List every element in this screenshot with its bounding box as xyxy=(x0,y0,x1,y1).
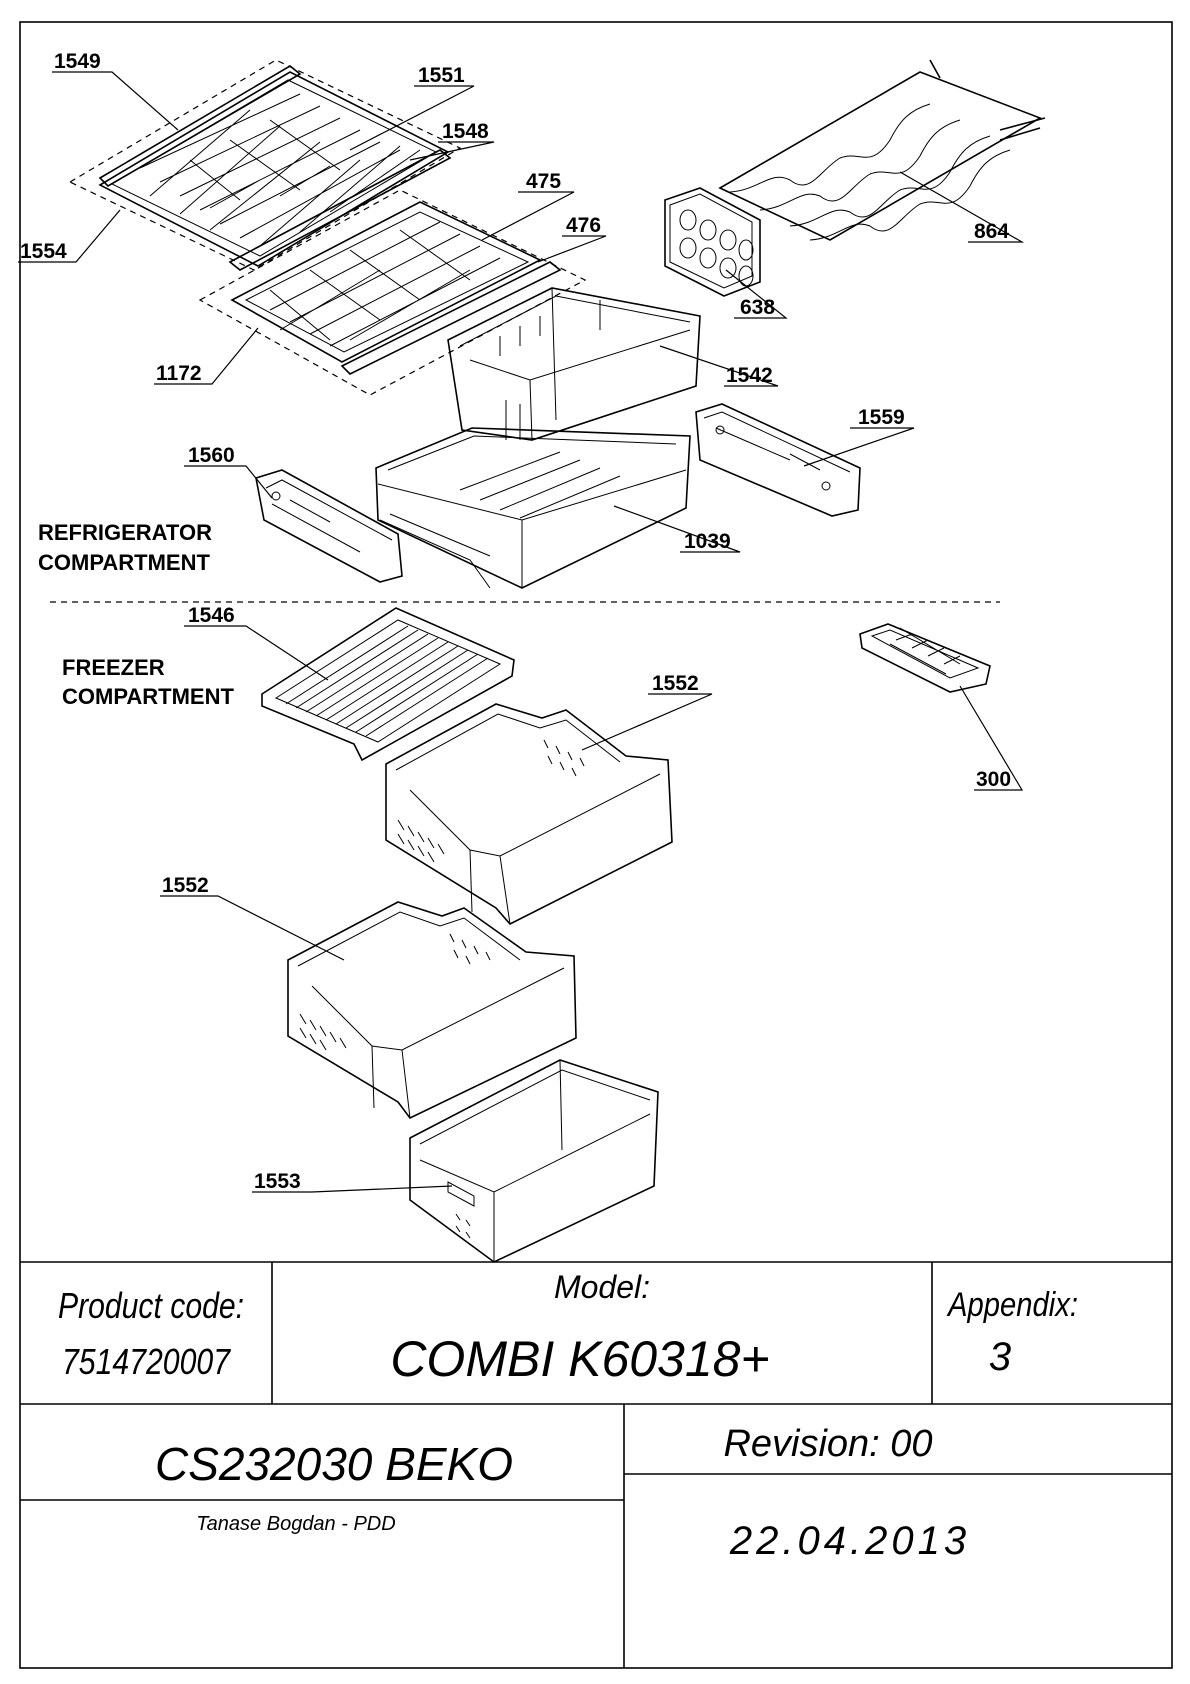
part-label-1542: 1542 xyxy=(726,364,773,387)
glass-shelf-lower xyxy=(198,189,587,396)
document-code: CS232030 BEKO xyxy=(155,1438,513,1490)
wine-rack xyxy=(718,59,1046,241)
drawing-frame xyxy=(19,21,1173,1669)
model-label: Model: xyxy=(554,1269,650,1305)
part-label-1551: 1551 xyxy=(418,64,465,87)
title-block: Product code: 7514720007 Model: COMBI K6… xyxy=(20,1261,1172,1668)
appendix-value: 3 xyxy=(989,1335,1011,1379)
date: 22.04.2013 xyxy=(729,1519,970,1563)
part-label-1549: 1549 xyxy=(54,50,101,73)
refrigerator-label-line2: COMPARTMENT xyxy=(38,550,210,575)
freezer-label-line2: COMPARTMENT xyxy=(62,684,234,709)
author: Tanase Bogdan - PDD xyxy=(196,1513,395,1535)
part-label-300: 300 xyxy=(976,768,1011,791)
egg-tray xyxy=(664,187,761,297)
section-labels: REFRIGERATOR COMPARTMENT FREEZER COMPART… xyxy=(38,520,234,709)
part-label-638: 638 xyxy=(740,296,775,319)
part-label-1546: 1546 xyxy=(188,604,235,627)
part-label-864: 864 xyxy=(974,220,1009,243)
part-label-1559: 1559 xyxy=(858,406,905,429)
freezer-basket-upper xyxy=(385,703,673,925)
part-label-1039: 1039 xyxy=(684,530,731,553)
freezer-drawer-bottom xyxy=(409,1059,659,1263)
ice-cube-tray xyxy=(859,623,991,693)
revision: Revision: 00 xyxy=(723,1423,932,1465)
part-label-1172: 1172 xyxy=(156,362,202,385)
part-label-476: 476 xyxy=(566,214,601,237)
drawer-handle-left xyxy=(255,469,403,583)
drawer-handle-right xyxy=(695,403,861,517)
crisper-drawer xyxy=(447,287,701,441)
freezer-label-line1: FREEZER xyxy=(62,655,165,680)
part-label-1552-lower: 1552 xyxy=(162,874,209,897)
part-label-1552-upper: 1552 xyxy=(652,672,699,695)
part-labels: 1549 1551 1548 1554 475 476 1172 864 638… xyxy=(20,50,1011,1193)
leader-lines xyxy=(18,71,1025,1193)
part-label-1553: 1553 xyxy=(254,1170,301,1193)
refrigerator-drawer xyxy=(375,427,691,589)
part-label-1560: 1560 xyxy=(188,444,235,467)
refrigerator-label-line1: REFRIGERATOR xyxy=(38,520,212,545)
freezer-glass-shelf xyxy=(261,607,515,762)
part-label-1548: 1548 xyxy=(442,120,489,143)
part-label-475: 475 xyxy=(526,170,561,193)
freezer-basket-lower xyxy=(287,901,577,1120)
product-code-value: 7514720007 xyxy=(62,1341,232,1382)
product-code-label: Product code: xyxy=(58,1285,244,1326)
part-label-1554: 1554 xyxy=(20,240,67,263)
appendix-label: Appendix: xyxy=(946,1286,1078,1324)
glass-shelf-upper xyxy=(68,59,462,271)
model-value: COMBI K60318+ xyxy=(390,1331,769,1387)
